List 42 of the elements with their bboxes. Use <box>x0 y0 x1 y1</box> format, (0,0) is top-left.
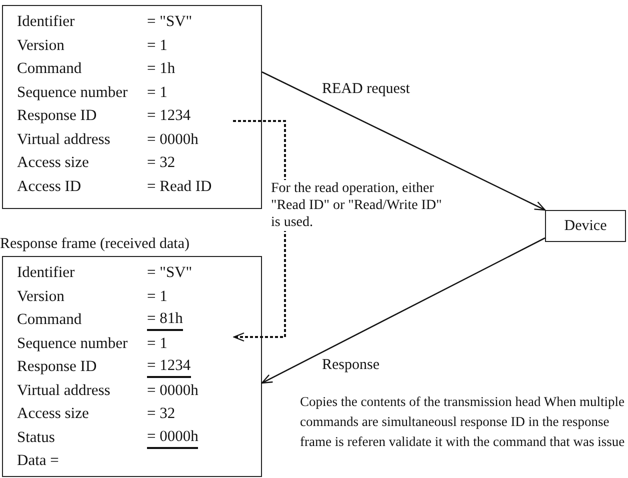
field-name: Identifier <box>17 12 75 32</box>
field-name: Identifier <box>17 263 75 283</box>
frame-caption: Response frame (received data) <box>0 235 190 253</box>
field-value: = 1234 <box>147 106 191 126</box>
field-name: Access size <box>17 153 89 173</box>
field-value: = Read ID <box>147 176 212 196</box>
field-name: Version <box>17 286 64 306</box>
field-name: Access size <box>17 404 89 424</box>
field-value: = 1234 <box>147 356 191 378</box>
field-value: = 0000h <box>147 380 198 400</box>
arrow <box>261 237 546 384</box>
field-name: Access ID <box>17 176 82 196</box>
device-box <box>545 210 626 242</box>
field-value: = 81h <box>147 309 183 331</box>
field-name: Virtual address <box>17 380 110 400</box>
field-value: = 1 <box>147 334 168 354</box>
field-name: Command <box>17 59 82 79</box>
arrow <box>262 71 546 211</box>
field-value: = 1 <box>147 82 168 102</box>
field-value: = 1 <box>147 36 168 56</box>
field-value: = "SV" <box>147 12 192 32</box>
field-name: Status <box>17 428 55 448</box>
field-name: Version <box>17 36 64 56</box>
field-value: = 1h <box>147 59 176 79</box>
field-name: Sequence number <box>17 82 128 102</box>
field-value: = 32 <box>147 153 176 173</box>
field-value: = 1 <box>147 286 168 306</box>
edge-label: READ request <box>320 80 412 98</box>
node-label: Device <box>564 218 607 234</box>
field-name: Data = <box>17 451 59 471</box>
field-value: = 0000h <box>147 426 198 448</box>
field-name: Response ID <box>17 106 97 126</box>
field-name: Response ID <box>17 357 97 377</box>
field-value: = 32 <box>147 404 176 424</box>
frame-table-box <box>2 256 262 477</box>
field-name: Sequence number <box>17 334 128 354</box>
field-name: Virtual address <box>17 130 110 150</box>
edge-label: Response <box>320 356 382 374</box>
field-value: = 0000h <box>147 130 198 150</box>
field-name: Command <box>17 310 82 330</box>
field-value: = "SV" <box>147 263 192 283</box>
frame-table-box <box>2 5 262 209</box>
